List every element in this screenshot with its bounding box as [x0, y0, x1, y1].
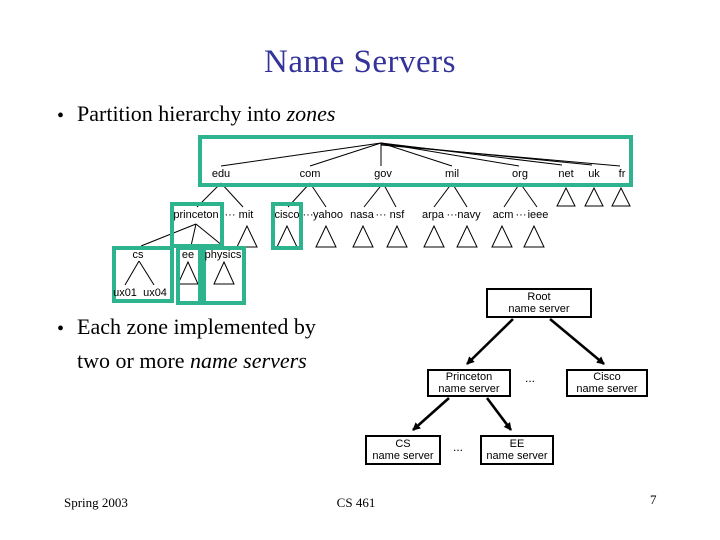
cisco-name-server-line2: name server: [576, 383, 638, 395]
tree-label-ux01: ux01: [113, 287, 137, 299]
triangle-physics: [213, 260, 235, 285]
footer-semester: Spring 2003: [64, 495, 128, 510]
tree-label-org: org: [512, 168, 528, 180]
triangle-net: [556, 186, 576, 207]
tree-label-fr: fr: [618, 168, 626, 180]
triangle-nasa: [352, 224, 374, 248]
ellipsis-dots: ···: [375, 209, 387, 221]
princeton-subtree-edges: [124, 223, 224, 286]
triangle-ee: [177, 260, 199, 285]
princeton-name-server-line2: name server: [438, 383, 500, 395]
triangle-arpa: [423, 224, 445, 248]
tree-label-net: net: [558, 168, 574, 180]
ellipsis-dots: ···: [302, 209, 314, 221]
ns-ellipsis-1: ...: [524, 371, 536, 385]
root-to-tld-edges: [220, 142, 621, 167]
zone-outline-root: [198, 135, 633, 187]
footer-page-number: 7: [650, 492, 657, 507]
ellipsis-dots: ···: [446, 209, 458, 221]
cs-name-server-line2: name server: [372, 450, 434, 462]
bullet-marker-2: •: [57, 318, 65, 340]
ee-name-server-line1: EE: [509, 438, 525, 450]
cisco-name-server-line1: Cisco: [593, 371, 621, 383]
tree-label-gov: gov: [374, 168, 392, 180]
tree-label-arpa: arpa: [421, 209, 445, 221]
cs-name-server-line1: CS: [395, 438, 411, 450]
tld-to-second-edges: [196, 182, 538, 208]
triangle-yahoo: [315, 224, 337, 248]
ee-name-server-box: EE name server: [480, 435, 554, 465]
ee-name-server-line2: name server: [486, 450, 548, 462]
bullet-2-line-1: Each zone implemented by: [77, 314, 316, 339]
slide-title: Name Servers: [263, 44, 456, 80]
princeton-name-server-box: Princeton name server: [427, 369, 511, 397]
bullet-2-text: two or more: [77, 348, 191, 373]
zone-outline-cs: [112, 246, 174, 303]
cisco-name-server-box: Cisco name server: [566, 369, 648, 397]
bullet-2-line-2: two or more name servers: [77, 348, 307, 374]
bullet-1-text: Partition hierarchy into: [77, 101, 287, 126]
tree-label-mit: mit: [238, 209, 254, 221]
triangle-uk: [584, 186, 604, 207]
bullet-2-emphasis: name servers: [190, 348, 307, 373]
root-name-server-box: Root name server: [486, 288, 592, 318]
triangle-ieee: [523, 224, 545, 248]
triangle-mit: [236, 224, 258, 248]
tree-label-nsf: nsf: [389, 209, 405, 221]
triangle-acm: [491, 224, 513, 248]
cs-name-server-box: CS name server: [365, 435, 441, 465]
ellipsis-dots: ···: [224, 209, 236, 221]
tree-label-uk: uk: [588, 168, 600, 180]
tree-label-physics: physics: [204, 249, 242, 261]
tree-label-cs: cs: [132, 249, 144, 261]
ns-ellipsis-2: ...: [452, 440, 464, 454]
tree-label-ee: ee: [181, 249, 195, 261]
triangle-nsf: [386, 224, 408, 248]
tree-label-nasa: nasa: [350, 209, 374, 221]
bullet-1-emphasis: zones: [286, 101, 336, 126]
bullet-1: Partition hierarchy into zones: [77, 101, 335, 127]
tree-label-mil: mil: [444, 168, 460, 180]
tree-label-acm: acm: [492, 209, 514, 221]
footer-course: CS 461: [336, 495, 376, 510]
tree-label-princeton: princeton: [173, 209, 219, 221]
bullet-marker: •: [57, 105, 65, 127]
tree-label-com: com: [299, 168, 321, 180]
princeton-name-server-line1: Princeton: [445, 371, 493, 383]
zone-outline-physics: [202, 246, 246, 305]
zone-outline-ee: [176, 246, 202, 305]
triangle-fr: [611, 186, 631, 207]
root-name-server-line2: name server: [508, 303, 570, 315]
tree-label-ux04: ux04: [143, 287, 167, 299]
tree-label-cisco: cisco: [274, 209, 300, 221]
ellipsis-dots: ···: [515, 209, 527, 221]
tree-label-navy: navy: [457, 209, 481, 221]
tree-label-yahoo: yahoo: [313, 209, 343, 221]
triangle-navy: [456, 224, 478, 248]
zone-outline-cisco: [271, 202, 303, 250]
tree-label-edu: edu: [211, 168, 231, 180]
root-name-server-line1: Root: [527, 291, 551, 303]
name-server-arrows: [412, 318, 605, 431]
tree-label-ieee: ieee: [527, 209, 549, 221]
